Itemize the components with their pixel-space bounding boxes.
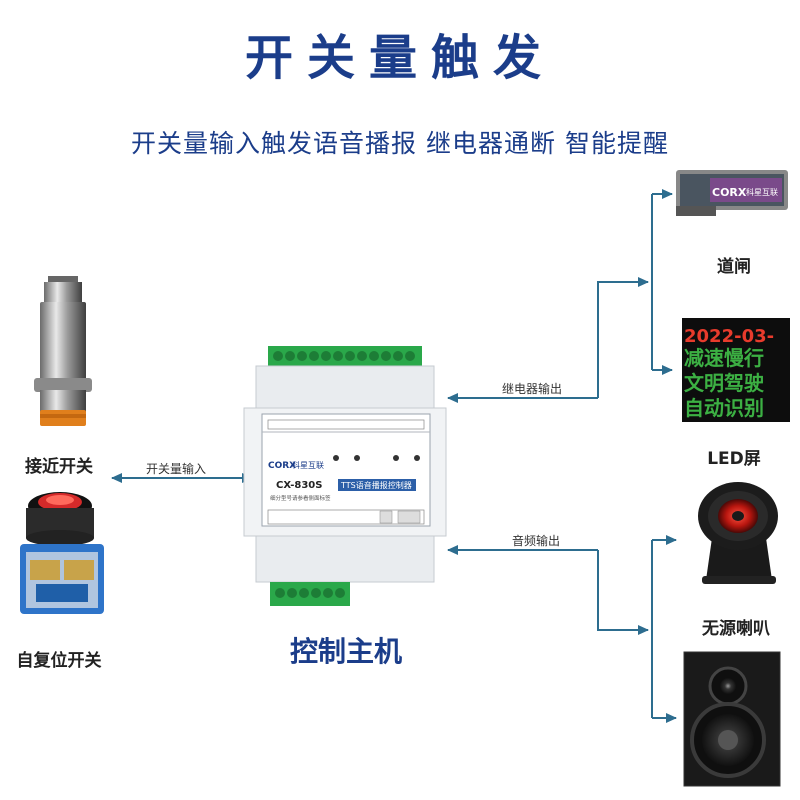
controller-note: 细分型号请参看侧面标签	[270, 494, 331, 502]
led-line-4: 自动识别	[684, 396, 764, 420]
gate-brand: CORX	[712, 186, 747, 199]
connector-audio-output	[447, 535, 677, 723]
self-reset-switch-image	[20, 492, 104, 614]
led-line-2: 减速慢行	[684, 346, 764, 370]
horn-speaker-image	[698, 482, 778, 584]
controller-brand: CORX	[268, 461, 296, 471]
controller-model: CX-830S	[276, 480, 322, 491]
label-relay-output: 继电器输出	[502, 381, 562, 396]
label-controller: 控制主机	[289, 635, 402, 668]
proximity-sensor-image	[34, 276, 92, 426]
controller-brand-cn: 科星互联	[292, 460, 324, 470]
label-barrier-gate: 道闸	[717, 257, 751, 277]
label-audio-output: 音频输出	[512, 533, 560, 548]
controller-device: CORX 科星互联 CX-830S TTS语音播报控制器 细分型号请参看侧面标签	[243, 346, 447, 606]
gate-brand-cn: 科星互联	[746, 187, 778, 197]
page-title: 开关量触发	[244, 30, 555, 86]
barrier-gate-image: CORX 科星互联	[676, 170, 788, 216]
connector-relay-output	[447, 189, 673, 403]
controller-product-name: TTS语音播报控制器	[340, 480, 412, 490]
label-led-screen: LED屏	[707, 449, 761, 469]
label-passive-horn: 无源喇叭	[702, 619, 770, 639]
led-line-1: 2022-03-	[684, 326, 774, 347]
label-switch-input: 开关量输入	[146, 461, 206, 476]
led-screen-image: 2022-03- 减速慢行 文明驾驶 自动识别	[682, 318, 790, 422]
page-subtitle: 开关量输入触发语音播报 继电器通断 智能提醒	[131, 129, 669, 158]
bookshelf-speaker-image	[683, 651, 781, 787]
led-line-3: 文明驾驶	[684, 371, 764, 395]
label-self-reset-switch: 自复位开关	[16, 651, 102, 671]
label-proximity-switch: 接近开关	[25, 457, 93, 477]
